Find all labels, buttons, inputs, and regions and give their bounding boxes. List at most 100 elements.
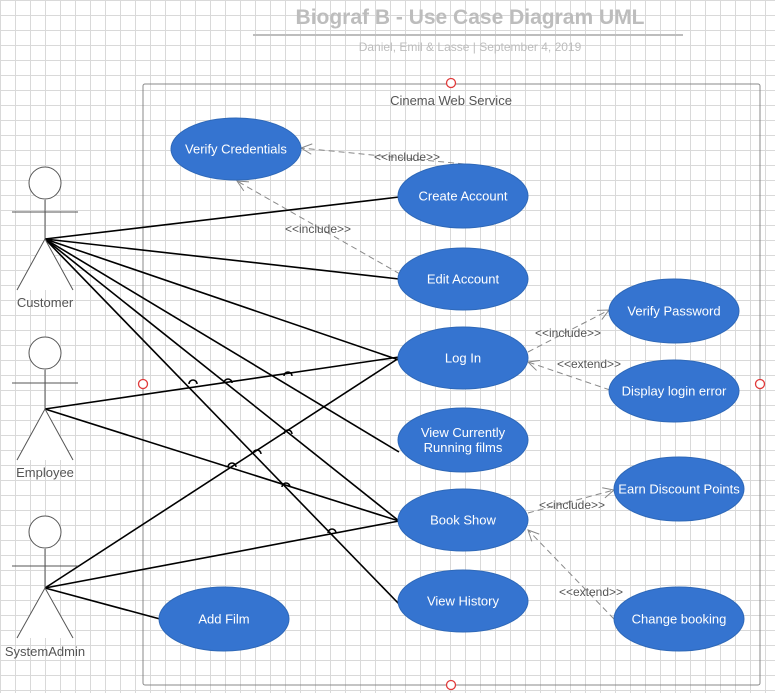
use-case-label: Change booking bbox=[632, 612, 727, 627]
line-jump-0 bbox=[188, 379, 198, 385]
actor-customer[interactable]: Customer bbox=[12, 166, 78, 310]
use-case-create-account[interactable]: Create Account bbox=[397, 163, 529, 229]
use-case-book-show[interactable]: Book Show bbox=[397, 488, 529, 552]
use-case-ellipse[interactable] bbox=[608, 359, 740, 423]
dependency-line[interactable] bbox=[527, 361, 611, 391]
use-case-ellipse[interactable] bbox=[613, 586, 745, 652]
dependency-line[interactable] bbox=[527, 529, 615, 620]
association-sysadmin-add-film[interactable] bbox=[44, 587, 161, 620]
stereotype-label: <<include>> bbox=[374, 150, 440, 164]
dependency-line[interactable] bbox=[527, 489, 615, 514]
open-arrowhead-icon bbox=[236, 180, 250, 192]
resize-handle-left[interactable] bbox=[137, 378, 149, 390]
resize-handle-bottom[interactable] bbox=[445, 679, 457, 691]
line-jump-1 bbox=[223, 378, 233, 384]
actor-legs-icon bbox=[16, 237, 74, 291]
association-customer-view-history[interactable] bbox=[44, 238, 400, 605]
actor-head-icon bbox=[28, 166, 62, 200]
stereotype-label: <<include>> bbox=[535, 326, 601, 340]
actor-legs-icon bbox=[16, 407, 74, 461]
line-jumps bbox=[188, 371, 337, 534]
dependency-book-show-earn-discount[interactable]: <<include>> bbox=[527, 487, 616, 514]
dependency-create-account-verify-credentials[interactable]: <<include>> bbox=[299, 143, 465, 165]
line-jump-3 bbox=[283, 429, 293, 435]
use-case-verify-password[interactable]: Verify Password bbox=[608, 278, 740, 344]
use-case-label: View History bbox=[427, 594, 500, 609]
dependency-log-in-verify-password[interactable]: <<include>> bbox=[527, 309, 611, 353]
use-case-label: Verify Password bbox=[627, 304, 720, 319]
line-jump-7 bbox=[327, 528, 337, 534]
use-case-label: Display login error bbox=[622, 384, 727, 399]
stereotype-label: <<extend>> bbox=[557, 357, 621, 371]
use-case-ellipse[interactable] bbox=[397, 163, 529, 229]
system-boundary-title: Cinema Web Service bbox=[390, 93, 512, 108]
resize-handle-right[interactable] bbox=[754, 378, 766, 390]
open-arrowhead-icon bbox=[527, 529, 540, 542]
dependency-line[interactable] bbox=[300, 147, 465, 165]
association-customer-book-show[interactable] bbox=[44, 238, 400, 522]
stereotype-label: <<include>> bbox=[539, 498, 605, 512]
dependency-line[interactable] bbox=[527, 309, 610, 353]
association-employee-book-show[interactable] bbox=[44, 408, 400, 522]
association-sysadmin-book-show[interactable] bbox=[44, 520, 400, 589]
use-case-ellipse[interactable] bbox=[158, 586, 290, 652]
use-case-ellipse[interactable] bbox=[608, 278, 740, 344]
resize-handle-top[interactable] bbox=[445, 77, 457, 89]
dependency-change-booking-book-show[interactable]: <<extend>> bbox=[527, 529, 623, 620]
actor-sysadmin[interactable]: SystemAdmin bbox=[5, 515, 85, 659]
use-case-ellipse[interactable] bbox=[397, 407, 529, 473]
dependency-display-login-error-log-in[interactable]: <<extend>> bbox=[526, 357, 621, 391]
association-lines bbox=[44, 196, 400, 620]
association-employee-log-in[interactable] bbox=[44, 356, 400, 410]
actor-label: Employee bbox=[16, 465, 74, 480]
actor-head-icon bbox=[28, 515, 62, 549]
stereotype-label: <<extend>> bbox=[559, 585, 623, 599]
actor-employee[interactable]: Employee bbox=[12, 336, 78, 480]
use-case-change-booking[interactable]: Change booking bbox=[613, 586, 745, 652]
use-case-earn-discount[interactable]: Earn Discount Points bbox=[613, 456, 745, 522]
association-customer-edit-account[interactable] bbox=[44, 238, 400, 280]
actor-head-icon bbox=[28, 336, 62, 370]
dependency-edit-account-verify-credentials[interactable]: <<include>> bbox=[236, 180, 401, 275]
line-jump-2 bbox=[283, 371, 293, 377]
use-case-label: Book Show bbox=[430, 513, 496, 528]
dependency-line[interactable] bbox=[236, 180, 401, 275]
use-case-label: Log In bbox=[445, 351, 481, 366]
stereotype-label: <<include>> bbox=[285, 222, 351, 236]
actor-label: SystemAdmin bbox=[5, 644, 85, 659]
use-case-add-film[interactable]: Add Film bbox=[158, 586, 290, 652]
use-case-display-login-error[interactable]: Display login error bbox=[608, 359, 740, 423]
line-jump-5 bbox=[252, 449, 262, 455]
open-arrowhead-icon bbox=[602, 487, 616, 499]
diagram-title: Biograf B - Use Case Diagram UML bbox=[296, 6, 645, 29]
use-case-label: Running films bbox=[424, 440, 503, 455]
use-case-log-in[interactable]: Log In bbox=[397, 326, 529, 390]
use-case-ellipse[interactable] bbox=[397, 247, 529, 311]
use-case-view-history[interactable]: View History bbox=[397, 569, 529, 633]
use-case-label: Create Account bbox=[419, 189, 508, 204]
association-customer-create-account[interactable] bbox=[44, 196, 400, 240]
use-case-label: Verify Credentials bbox=[185, 142, 287, 157]
actor-label: Customer bbox=[17, 295, 74, 310]
open-arrowhead-icon bbox=[596, 309, 611, 320]
diagram-subtitle: Daniel, Emil & Lasse | September 4, 2019 bbox=[359, 40, 582, 54]
association-sysadmin-log-in[interactable] bbox=[44, 357, 400, 589]
line-jump-6 bbox=[281, 482, 291, 488]
use-case-ellipse[interactable] bbox=[170, 117, 302, 181]
use-case-ellipse[interactable] bbox=[397, 326, 529, 390]
association-customer-log-in[interactable] bbox=[44, 238, 400, 361]
use-case-ellipse[interactable] bbox=[613, 456, 745, 522]
use-case-ellipse[interactable] bbox=[397, 488, 529, 552]
association-customer-view-running[interactable] bbox=[44, 238, 400, 453]
line-jump-4 bbox=[227, 462, 237, 468]
use-case-label: Add Film bbox=[198, 612, 249, 627]
use-case-ellipse[interactable] bbox=[397, 569, 529, 633]
use-case-verify-credentials[interactable]: Verify Credentials bbox=[170, 117, 302, 181]
use-case-edit-account[interactable]: Edit Account bbox=[397, 247, 529, 311]
use-case-label: Edit Account bbox=[427, 272, 500, 287]
use-case-label: View Currently bbox=[421, 425, 506, 440]
